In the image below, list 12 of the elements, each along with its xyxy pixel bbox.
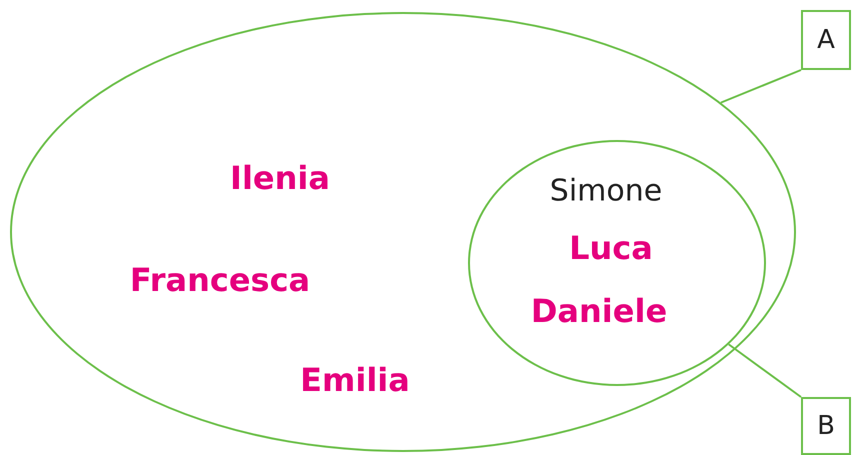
name-label: Simone xyxy=(550,174,662,208)
leader-line xyxy=(728,344,802,398)
set-ellipse xyxy=(10,12,796,452)
set-label-box: A xyxy=(801,10,851,70)
name-label: Ilenia xyxy=(230,159,330,197)
subset-ellipse xyxy=(468,140,766,386)
name-label: Luca xyxy=(569,229,653,267)
set-label-box: B xyxy=(801,397,851,455)
name-label: Emilia xyxy=(300,361,410,399)
leader-line xyxy=(720,69,802,104)
name-label: Francesca xyxy=(130,261,310,299)
name-label: Daniele xyxy=(530,292,668,330)
